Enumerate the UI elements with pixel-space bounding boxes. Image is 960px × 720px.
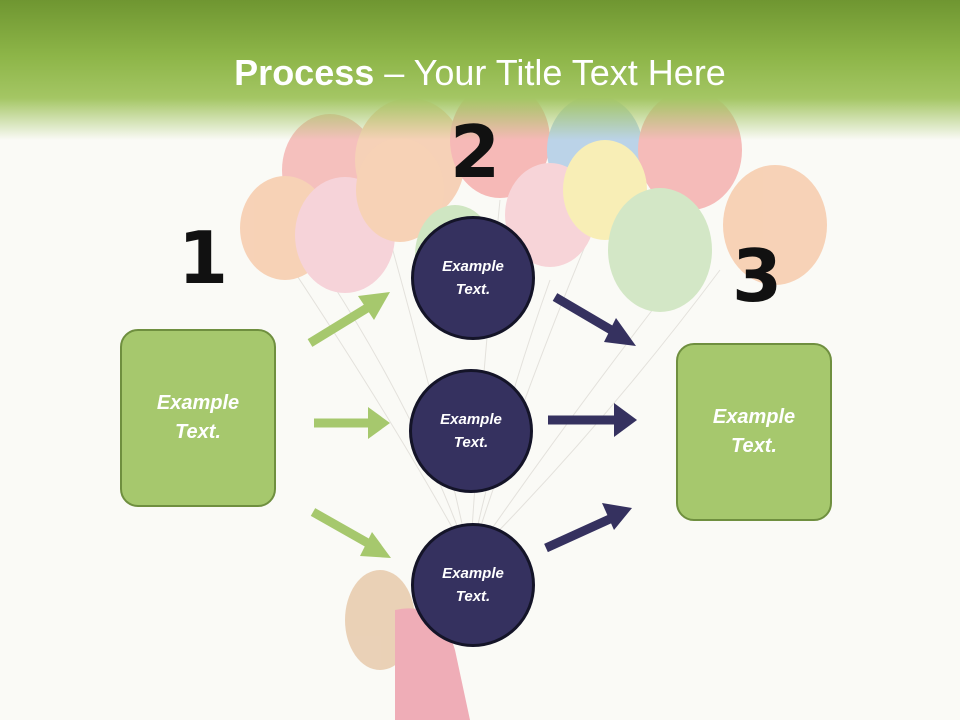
title-bar bbox=[0, 0, 960, 140]
title-bold-text: Process bbox=[234, 52, 375, 93]
circle-1-text: Example Text. bbox=[442, 258, 504, 298]
circle-3-text: Example Text. bbox=[442, 565, 504, 605]
step-number-3: 3 bbox=[732, 234, 783, 318]
arrow-top-to-right bbox=[552, 293, 636, 346]
right-step-box[interactable]: Example Text. bbox=[676, 343, 832, 521]
arrow-left-to-bottom bbox=[310, 508, 391, 558]
middle-step-circle-1[interactable]: Example Text. bbox=[411, 216, 535, 340]
right-step-text: Example Text. bbox=[712, 406, 796, 457]
middle-step-circle-3[interactable]: Example Text. bbox=[411, 523, 535, 647]
arrow-middle-to-right bbox=[548, 403, 637, 437]
middle-step-circle-2[interactable]: Example Text. bbox=[409, 369, 533, 493]
left-step-text: Example Text. bbox=[156, 392, 240, 443]
step-number-2: 2 bbox=[450, 110, 501, 194]
page-title: Process – Your Title Text Here bbox=[0, 52, 960, 94]
arrow-left-to-middle bbox=[314, 407, 390, 439]
arrow-left-to-top bbox=[307, 292, 390, 347]
title-rest-text: – Your Title Text Here bbox=[374, 52, 726, 93]
arrow-bottom-to-right bbox=[544, 503, 632, 553]
step-number-1: 1 bbox=[178, 216, 229, 300]
left-step-box[interactable]: Example Text. bbox=[120, 329, 276, 507]
circle-2-text: Example Text. bbox=[440, 411, 502, 451]
